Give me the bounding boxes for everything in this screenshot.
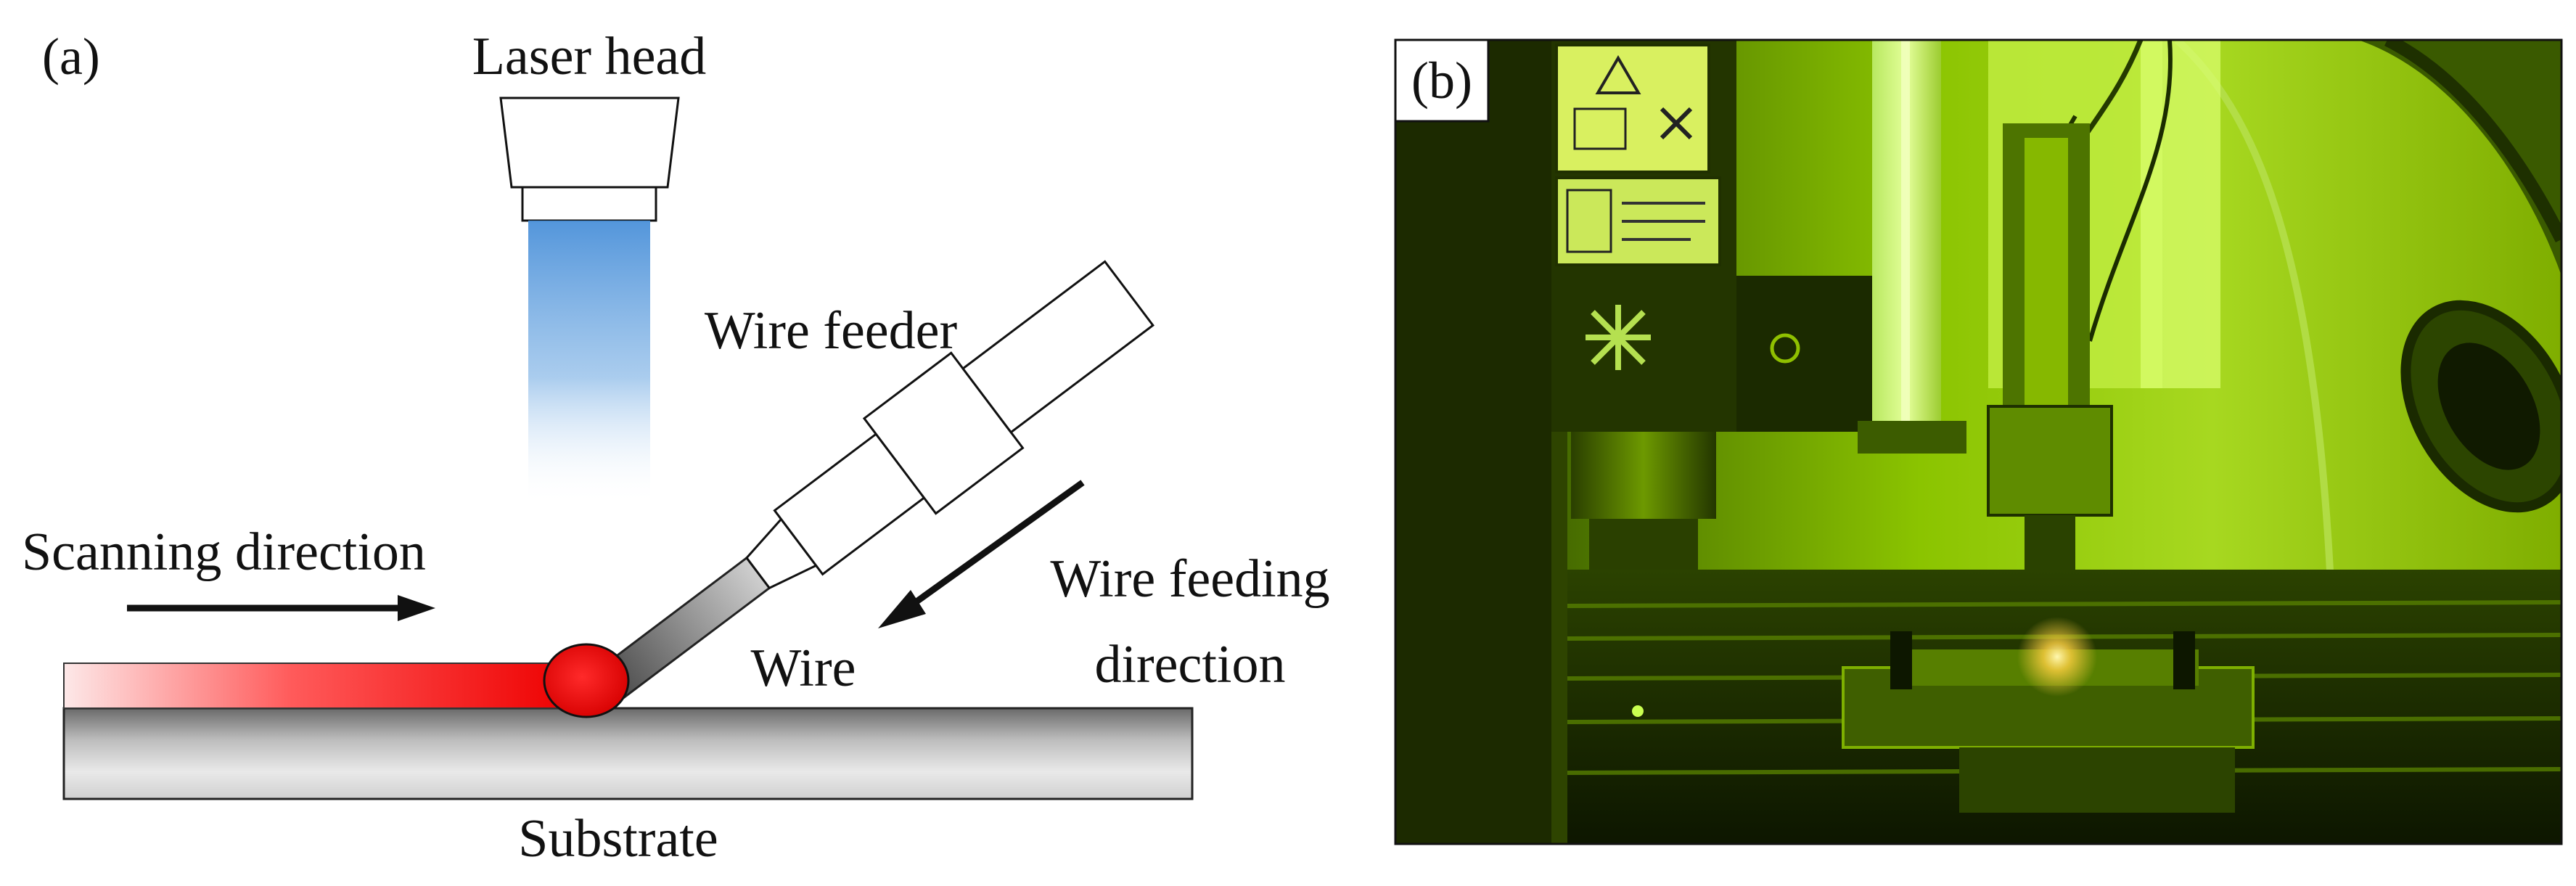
photo-warning-sign-top <box>1555 44 1710 173</box>
photo-laser-spot <box>2017 617 2097 697</box>
substrate-label: Substrate <box>518 809 718 869</box>
wire-feeding-direction-label-line1: Wire feeding <box>1050 549 1329 609</box>
deposit-track <box>63 663 573 709</box>
panel-b-tag-box <box>1394 38 1490 123</box>
wire-feeder-tail <box>961 260 1154 434</box>
photo-cable-2 <box>2088 40 2173 342</box>
panel-a-tag: (a) <box>42 28 100 86</box>
photo-head-block <box>1987 405 2113 517</box>
panel-b-tag: (b) <box>1411 52 1472 110</box>
wire-feeding-direction-arrow <box>901 480 1085 614</box>
photo-left-frame <box>1395 40 1551 844</box>
photo-clamp-right <box>2173 631 2195 689</box>
scanning-arrow-head <box>398 595 435 621</box>
substrate <box>62 707 1194 800</box>
wire-feeding-direction-label-line2: direction <box>1094 635 1285 694</box>
wire-label: Wire <box>751 639 856 698</box>
scanning-direction-label: Scanning direction <box>22 522 426 582</box>
laser-head-label: Laser head <box>472 27 707 86</box>
wire-feeder-label: Wire feeder <box>705 301 957 361</box>
photo-clamp-left <box>1890 631 1912 689</box>
melt-pool <box>543 643 630 718</box>
photo-spindle <box>1571 432 1716 519</box>
panel-b-photo: (b) <box>1394 38 2563 845</box>
photo-axis-symbol <box>1586 305 1651 370</box>
photo-exhaust-hose <box>2358 40 2561 276</box>
photo-border <box>1394 38 2563 845</box>
panel-a: (a) Laser head Wire feeder Substrate <box>22 27 1330 869</box>
laser-beam <box>528 221 650 505</box>
wire-feeding-arrow-head <box>878 590 926 628</box>
wire-feeder-assembly <box>600 260 1154 699</box>
laser-head <box>499 97 680 189</box>
laser-nozzle <box>521 186 657 222</box>
